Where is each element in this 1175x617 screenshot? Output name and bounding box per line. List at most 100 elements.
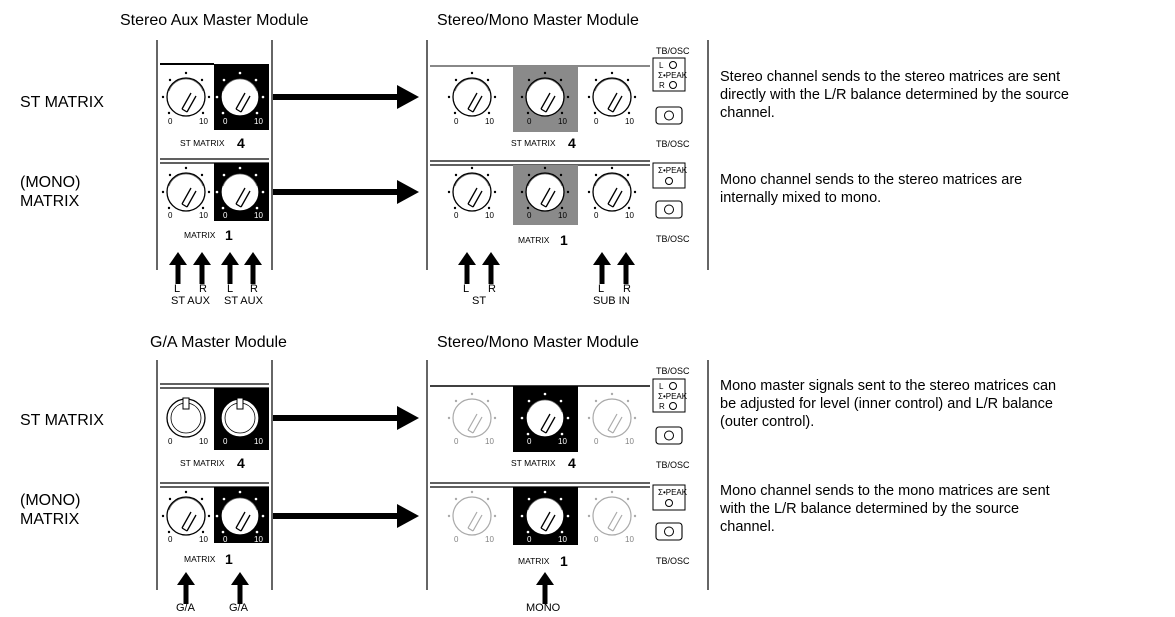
top-desc1-line1: Stereo channel sends to the stereo matri…	[720, 69, 1060, 85]
aux-input-l2: L	[227, 283, 233, 295]
st-input-l: L	[463, 283, 469, 295]
sub-in-knob[interactable]	[587, 71, 637, 117]
stmono-b-matrix-number: 1	[560, 553, 568, 569]
svg-text:10: 10	[625, 211, 634, 220]
aux-module-title: Stereo Aux Master Module	[120, 12, 309, 29]
aux-master-panel: 0 10 0 10 ST MATRIX 4 0 10 0 10 MATRIX 1…	[156, 40, 273, 307]
svg-text:10: 10	[625, 117, 634, 126]
sub-input-l: L	[598, 283, 604, 295]
aux-input-r2: R	[250, 283, 258, 295]
st-input-l-knob[interactable]	[447, 71, 497, 117]
svg-text:0: 0	[454, 211, 459, 220]
svg-text:0: 0	[223, 437, 228, 446]
ga-matrix-l-knob[interactable]	[161, 490, 211, 536]
svg-text:10: 10	[558, 437, 567, 446]
svg-text:0: 0	[527, 437, 532, 446]
svg-text:10: 10	[558, 211, 567, 220]
bottom-desc2-line1: Mono channel sends to the mono matrices …	[720, 483, 1050, 499]
peak-l-label: L	[659, 61, 664, 70]
svg-text:0: 0	[594, 211, 599, 220]
stmono-module-title-bottom: Stereo/Mono Master Module	[437, 334, 639, 351]
aux-input-l1: L	[174, 283, 180, 295]
svg-text:0: 0	[527, 117, 532, 126]
top-desc2-line1: Mono channel sends to the stereo matrice…	[720, 172, 1022, 188]
peak-l-label-b: L	[659, 382, 664, 391]
st-input-label: ST	[472, 295, 486, 307]
svg-text:0: 0	[527, 211, 532, 220]
tb-osc-button-4[interactable]	[655, 522, 683, 541]
aux-st-matrix-number: 4	[237, 135, 245, 151]
ga-level-knob[interactable]	[166, 397, 206, 438]
stmono-matrix-number: 1	[560, 232, 568, 248]
peak-label-1: Σ•PEAK	[658, 71, 688, 80]
svg-text:0: 0	[168, 117, 173, 126]
svg-text:10: 10	[485, 117, 494, 126]
ga-st-matrix-label: ST MATRIX	[180, 458, 225, 468]
arrow-matrix-top	[273, 180, 419, 204]
tb-osc-label-6: TB/OSC	[656, 556, 690, 566]
svg-text:0: 0	[527, 535, 532, 544]
faded-knob-3	[447, 490, 497, 536]
st-aux-l-knob[interactable]	[161, 71, 211, 117]
svg-text:0: 0	[223, 117, 228, 126]
arrow-st-matrix-bottom	[273, 406, 419, 430]
bottom-desc1-line1: Mono master signals sent to the stereo m…	[720, 378, 1056, 394]
bottom-desc2-line2: with the L/R balance determined by the s…	[719, 501, 1019, 517]
stmono-matrix-label: MATRIX	[518, 235, 550, 245]
svg-text:10: 10	[254, 211, 263, 220]
peak-r-label: R	[659, 81, 665, 90]
row-label-st-matrix-top: ST MATRIX	[20, 94, 104, 111]
svg-text:0: 0	[223, 211, 228, 220]
st-input-r: R	[488, 283, 496, 295]
top-desc2-line2: internally mixed to mono.	[720, 190, 881, 206]
aux-input-r1: R	[199, 283, 207, 295]
svg-text:10: 10	[254, 117, 263, 126]
tb-osc-button-3[interactable]	[655, 426, 683, 445]
svg-text:0: 0	[594, 117, 599, 126]
svg-text:0: 0	[454, 117, 459, 126]
tb-osc-label-2: TB/OSC	[656, 139, 690, 149]
stmono-b-st-matrix-number: 4	[568, 455, 576, 471]
svg-text:0: 0	[594, 437, 599, 446]
ga-balance-knob[interactable]	[220, 397, 260, 438]
mono-input-l-knob[interactable]	[447, 166, 497, 212]
arrow-matrix-bottom	[273, 504, 419, 528]
svg-text:10: 10	[199, 535, 208, 544]
bottom-desc1-line2: be adjusted for level (inner control) an…	[720, 396, 1053, 412]
svg-text:10: 10	[485, 535, 494, 544]
faded-knob-2	[587, 392, 637, 438]
ga-matrix-label: MATRIX	[184, 554, 216, 564]
peak-label-3: Σ•PEAK	[658, 392, 688, 401]
faded-knob-1	[447, 392, 497, 438]
mono-input-label: MONO	[526, 602, 561, 614]
svg-text:10: 10	[485, 437, 494, 446]
peak-label-2: Σ•PEAK	[658, 166, 688, 175]
svg-text:10: 10	[625, 437, 634, 446]
svg-text:10: 10	[199, 437, 208, 446]
tb-osc-label-4: TB/OSC	[656, 366, 690, 376]
bottom-desc2-line3: channel.	[720, 519, 775, 535]
tb-osc-button-1[interactable]	[655, 106, 683, 125]
tb-osc-label-3: TB/OSC	[656, 234, 690, 244]
svg-text:10: 10	[625, 535, 634, 544]
stmono-st-matrix-number: 4	[568, 135, 576, 151]
svg-text:10: 10	[254, 437, 263, 446]
svg-text:10: 10	[254, 535, 263, 544]
row-label-matrix-bottom: MATRIX	[20, 511, 80, 528]
aux-matrix-l-knob[interactable]	[161, 166, 211, 212]
svg-text:0: 0	[594, 535, 599, 544]
aux-input-staux2: ST AUX	[224, 295, 264, 307]
svg-text:10: 10	[199, 117, 208, 126]
svg-text:0: 0	[454, 535, 459, 544]
peak-r-label-b: R	[659, 402, 665, 411]
stmono-b-matrix-label: MATRIX	[518, 556, 550, 566]
row-label-mono-bottom: (MONO)	[20, 492, 80, 509]
tb-osc-button-2[interactable]	[655, 200, 683, 219]
ga-input-b: G/A	[229, 602, 249, 614]
svg-text:0: 0	[168, 437, 173, 446]
aux-st-matrix-label: ST MATRIX	[180, 138, 225, 148]
sub-in-mono-knob[interactable]	[587, 166, 637, 212]
aux-matrix-number: 1	[225, 227, 233, 243]
